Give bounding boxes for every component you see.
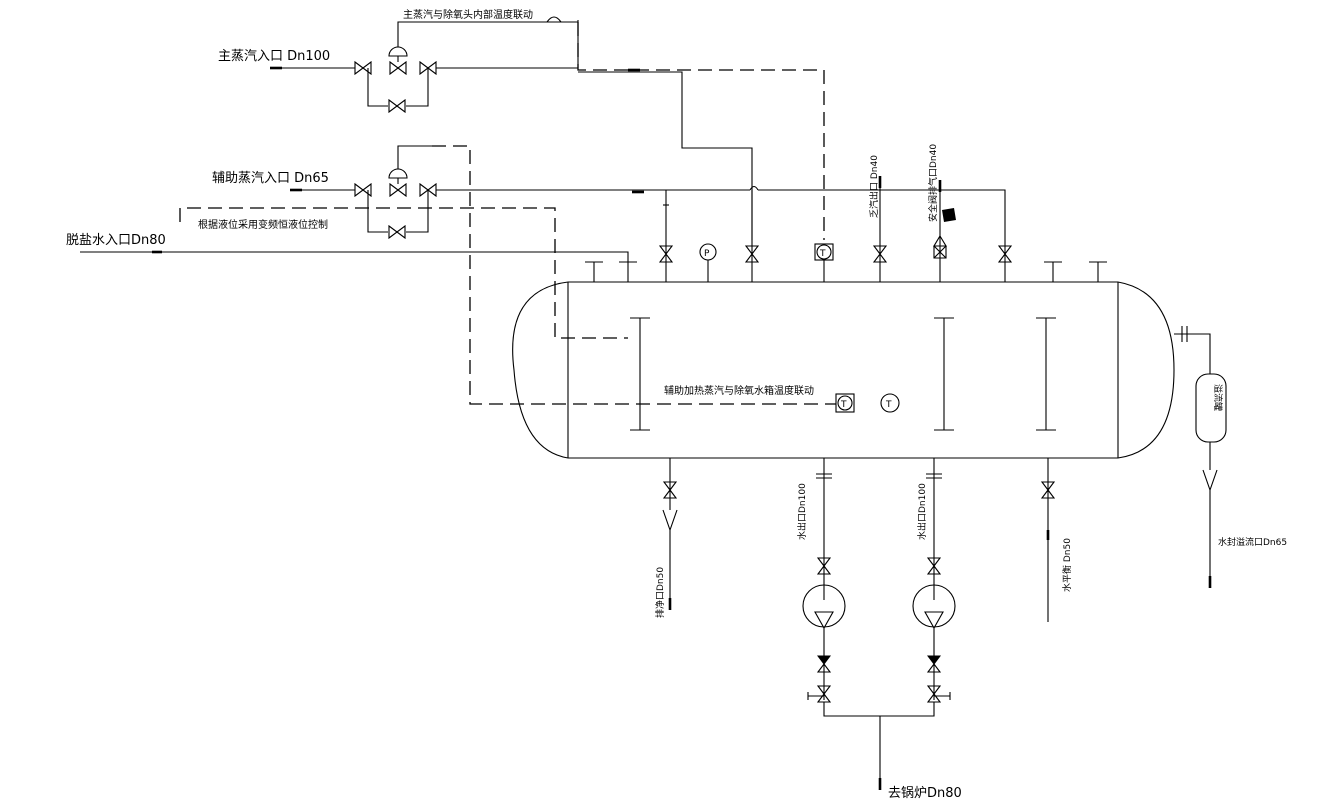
- temperature-sensor-icon: [816, 244, 832, 260]
- exhaust-port-label: 乏汽出口 Dn40: [868, 155, 880, 218]
- top-nozzles: [585, 176, 1107, 282]
- main-steam-link-note: 主蒸汽与除氧头内部温度联动: [403, 8, 533, 21]
- bottom-outlets: [662, 458, 1055, 790]
- main-steam-bypass-valve: [388, 99, 406, 113]
- safety-valve-icon: [933, 245, 947, 259]
- water-outlet-2-label: 水出口Dn100: [916, 483, 928, 540]
- pressure-gauge-icon: [699, 243, 717, 261]
- main-steam-inlet-label: 主蒸汽入口 Dn100: [218, 49, 330, 64]
- to-boiler-label: 去锅炉Dn80: [888, 785, 962, 801]
- control-dashed-links: [179, 22, 836, 405]
- main-steam-control-valve: [389, 61, 407, 75]
- main-steam-valve-1: [354, 61, 372, 75]
- pressure-gauge-label: P: [704, 249, 710, 259]
- overflow-tank-label: 溢流罐: [1212, 384, 1224, 411]
- tank-temperature-gauge-icon: [880, 393, 900, 413]
- main-steam-line: [270, 16, 753, 240]
- aux-steam-valve-1: [354, 183, 372, 197]
- temperature-inner-2-label: T: [885, 400, 892, 410]
- deaerator-tank: [512, 281, 1175, 459]
- desalted-water-line: [80, 250, 629, 262]
- safety-valve-vent-label: 安全阀排气口Dn40: [927, 144, 939, 222]
- drain-port-label: 排净口Dn50: [654, 567, 666, 618]
- water-outlet-1-label: 水出口Dn100: [796, 483, 808, 540]
- aux-steam-control-valve: [389, 183, 407, 197]
- desalted-water-inlet-label: 脱盐水入口Dn80: [66, 233, 166, 248]
- aux-steam-bypass-valve: [388, 225, 406, 239]
- tank-temperature-sensor-icon: [837, 395, 853, 411]
- water-seal-overflow-label: 水封溢流口Dn65: [1218, 536, 1287, 548]
- overflow-tank-group: [1174, 326, 1227, 588]
- temperature-top-label: T: [819, 249, 826, 259]
- level-control-note: 根据液位采用变频恒液位控制: [198, 218, 328, 231]
- temperature-inner-label: T: [840, 400, 847, 410]
- aux-heating-link-note: 辅助加热蒸汽与除氧水箱温度联动: [664, 384, 814, 397]
- water-balance-label: 水平衡 Dn50: [1061, 538, 1073, 592]
- main-steam-actuator-link: [397, 21, 578, 47]
- aux-steam-line: [290, 145, 1006, 240]
- overflow-tank: [1195, 373, 1227, 443]
- aux-steam-inlet-label: 辅助蒸汽入口 Dn65: [212, 171, 329, 186]
